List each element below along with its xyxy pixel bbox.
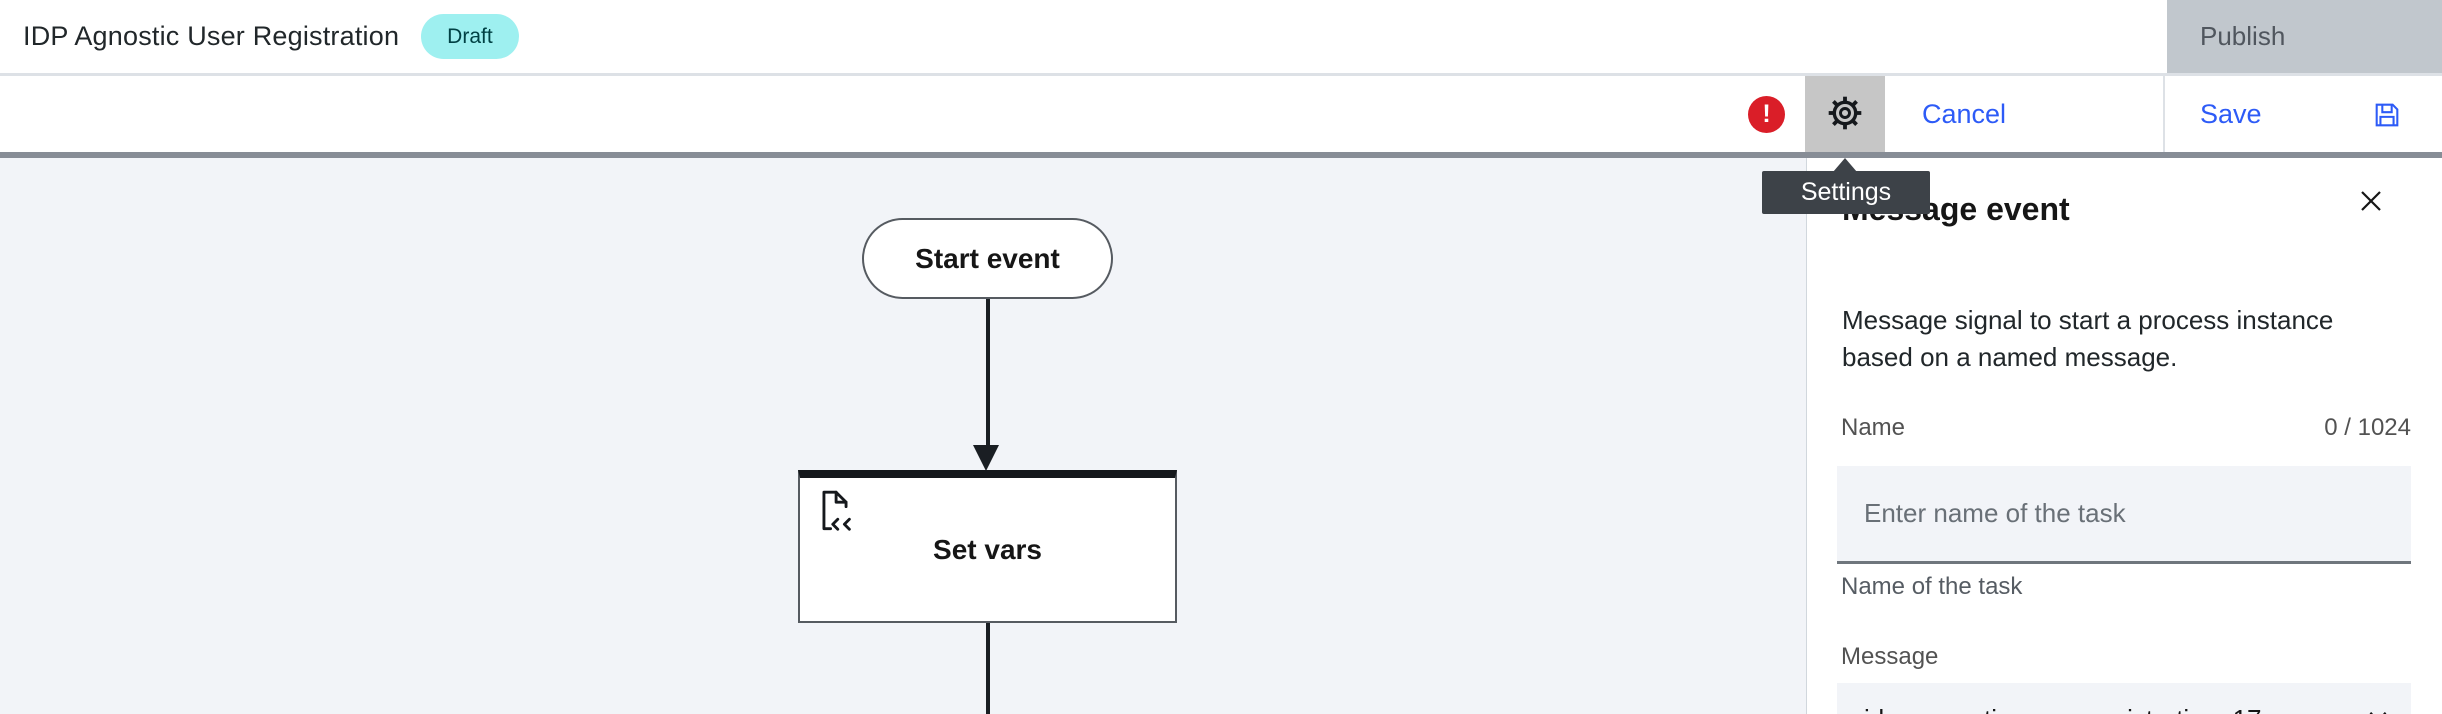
char-counter: 0 / 1024: [2324, 414, 2411, 441]
tooltip-caret: [1833, 158, 1857, 172]
editor-toolbar: !: [0, 76, 2442, 152]
status-badge: Draft: [421, 14, 519, 59]
app-header: IDP Agnostic User Registration Draft Pub…: [0, 0, 2442, 76]
properties-panel: Message event Message signal to start a …: [1806, 158, 2442, 714]
message-dropdown[interactable]: idp_agnostic_user_registration_17: [1837, 683, 2411, 714]
task-name-input[interactable]: [1837, 466, 2411, 564]
toolbar-divider: [2163, 76, 2165, 152]
name-field-label: Name: [1841, 414, 1906, 441]
process-canvas[interactable]: Start event Set vars: [0, 158, 1806, 714]
message-field-label: Message: [1841, 643, 1939, 670]
settings-tooltip: Settings: [1762, 171, 1930, 214]
close-icon: [2359, 189, 2383, 216]
content-row: Start event Set vars Message event: [0, 158, 2442, 714]
close-panel-button[interactable]: [2349, 180, 2393, 224]
page-title: IDP Agnostic User Registration: [23, 21, 400, 51]
script-task-node[interactable]: Set vars: [798, 470, 1177, 623]
flow-arrowhead: [973, 445, 999, 471]
flow-connector: [986, 623, 990, 714]
start-event-node[interactable]: Start event: [862, 218, 1113, 299]
error-icon[interactable]: !: [1748, 96, 1785, 133]
chevron-down-icon: [2365, 704, 2391, 714]
script-task-label: Set vars: [933, 533, 1042, 565]
settings-button[interactable]: [1805, 76, 1885, 152]
cancel-button[interactable]: Cancel: [1922, 76, 2006, 152]
toolbar-bottom-divider: [0, 152, 2442, 158]
gear-icon: [1827, 95, 1863, 134]
save-icon[interactable]: [2372, 100, 2402, 130]
flow-connector: [986, 299, 990, 449]
name-field-header: Name 0 / 1024: [1841, 414, 2411, 442]
panel-description: Message signal to start a process instan…: [1842, 305, 2334, 372]
save-button[interactable]: Save: [2200, 76, 2262, 152]
message-dropdown-value: idp_agnostic_user_registration_17: [1864, 704, 2365, 714]
publish-button[interactable]: Publish: [2167, 0, 2442, 73]
name-field-helper: Name of the task: [1841, 573, 2023, 600]
document-code-icon: [816, 490, 854, 532]
